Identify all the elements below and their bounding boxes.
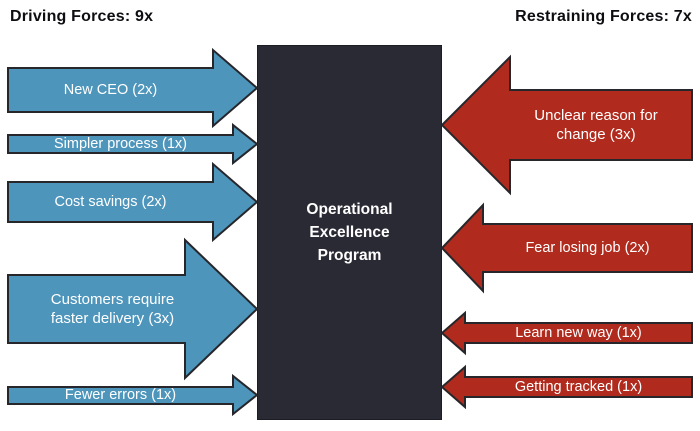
arrow-getting-tracked bbox=[440, 364, 693, 410]
driving-forces-title: Driving Forces: 9x bbox=[10, 8, 154, 25]
arrow-unclear-reason bbox=[440, 54, 693, 196]
arrow-new-ceo bbox=[7, 47, 259, 129]
arrow-fewer-errors bbox=[7, 373, 259, 417]
arrow-simpler-process bbox=[7, 122, 259, 166]
center-program-box: Operational Excellence Program bbox=[257, 45, 442, 420]
arrow-fear-losing-job bbox=[440, 202, 693, 294]
arrow-customers-faster-delivery bbox=[7, 237, 259, 381]
center-program-label: Operational Excellence Program bbox=[306, 200, 393, 265]
restraining-forces-title: Restraining Forces: 7x bbox=[515, 8, 692, 25]
arrow-cost-savings bbox=[7, 161, 259, 243]
arrow-learn-new-way bbox=[440, 310, 693, 356]
